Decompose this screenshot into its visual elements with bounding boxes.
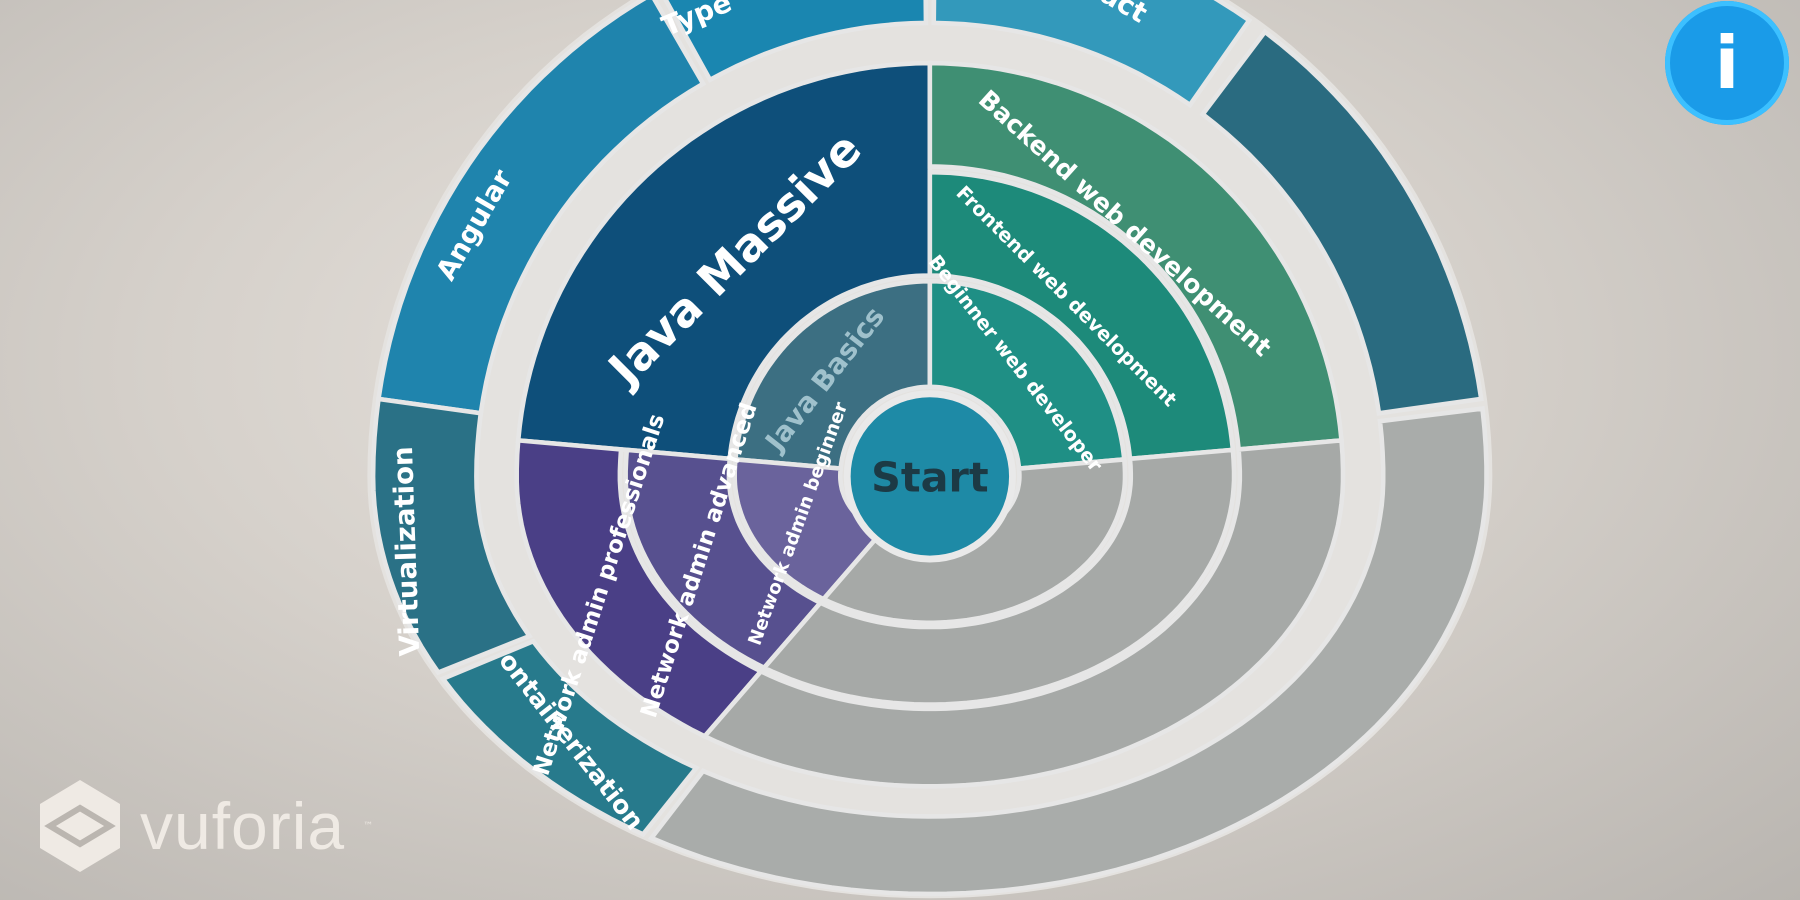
network-professionals-sector[interactable]: [514, 437, 765, 740]
info-icon: i: [1714, 21, 1740, 105]
start-label: Start: [871, 453, 989, 501]
grey-ring3[interactable]: [701, 437, 1346, 789]
angular-sector[interactable]: [375, 0, 707, 416]
react-sector[interactable]: [931, 0, 1253, 109]
start-button[interactable]: [843, 390, 1016, 563]
vuforia-logo: vuforia ™: [38, 778, 373, 874]
info-button[interactable]: i: [1665, 1, 1789, 125]
vuforia-wordmark: vuforia: [140, 789, 346, 863]
grey-outer[interactable]: [647, 405, 1489, 897]
vuforia-hexagon-icon: [40, 780, 120, 872]
dark-teal-sector[interactable]: [1199, 28, 1484, 416]
virtualization-label[interactable]: Virtualization: [387, 446, 426, 657]
trademark: ™: [363, 820, 374, 832]
network-advanced-sector[interactable]: [623, 447, 825, 671]
containerization-sector[interactable]: [439, 638, 700, 838]
virtualization-sector[interactable]: [370, 396, 533, 676]
typescript-sector[interactable]: [660, 0, 929, 83]
grey-ring2[interactable]: [760, 447, 1237, 707]
